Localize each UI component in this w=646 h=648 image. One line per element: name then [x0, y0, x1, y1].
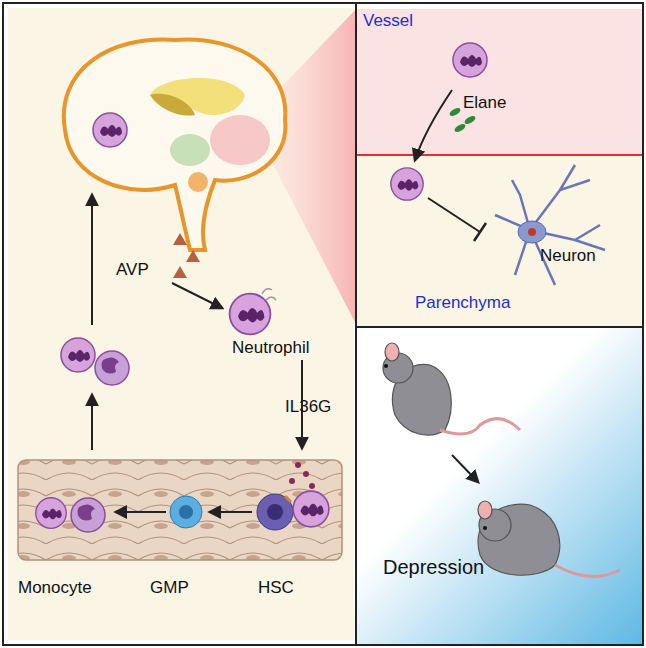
- cell-label: GMP: [150, 578, 189, 598]
- cell-label: Monocyte: [18, 578, 92, 598]
- panel-region: Parenchyma: [357, 156, 642, 326]
- panel-region: Vessel: [357, 9, 642, 154]
- cell-label: AVP: [116, 260, 149, 280]
- panel-region: Depression: [357, 328, 642, 644]
- region-title: Vessel: [363, 11, 413, 31]
- cell-label: Neuron: [540, 246, 596, 266]
- region-title: Parenchyma: [415, 293, 510, 313]
- cell-label: HSC: [258, 578, 294, 598]
- cell-label: Elane: [463, 93, 506, 113]
- cell-label: IL36G: [285, 397, 331, 417]
- cell-label: Neutrophil: [232, 338, 310, 358]
- region-title: Depression: [383, 556, 484, 579]
